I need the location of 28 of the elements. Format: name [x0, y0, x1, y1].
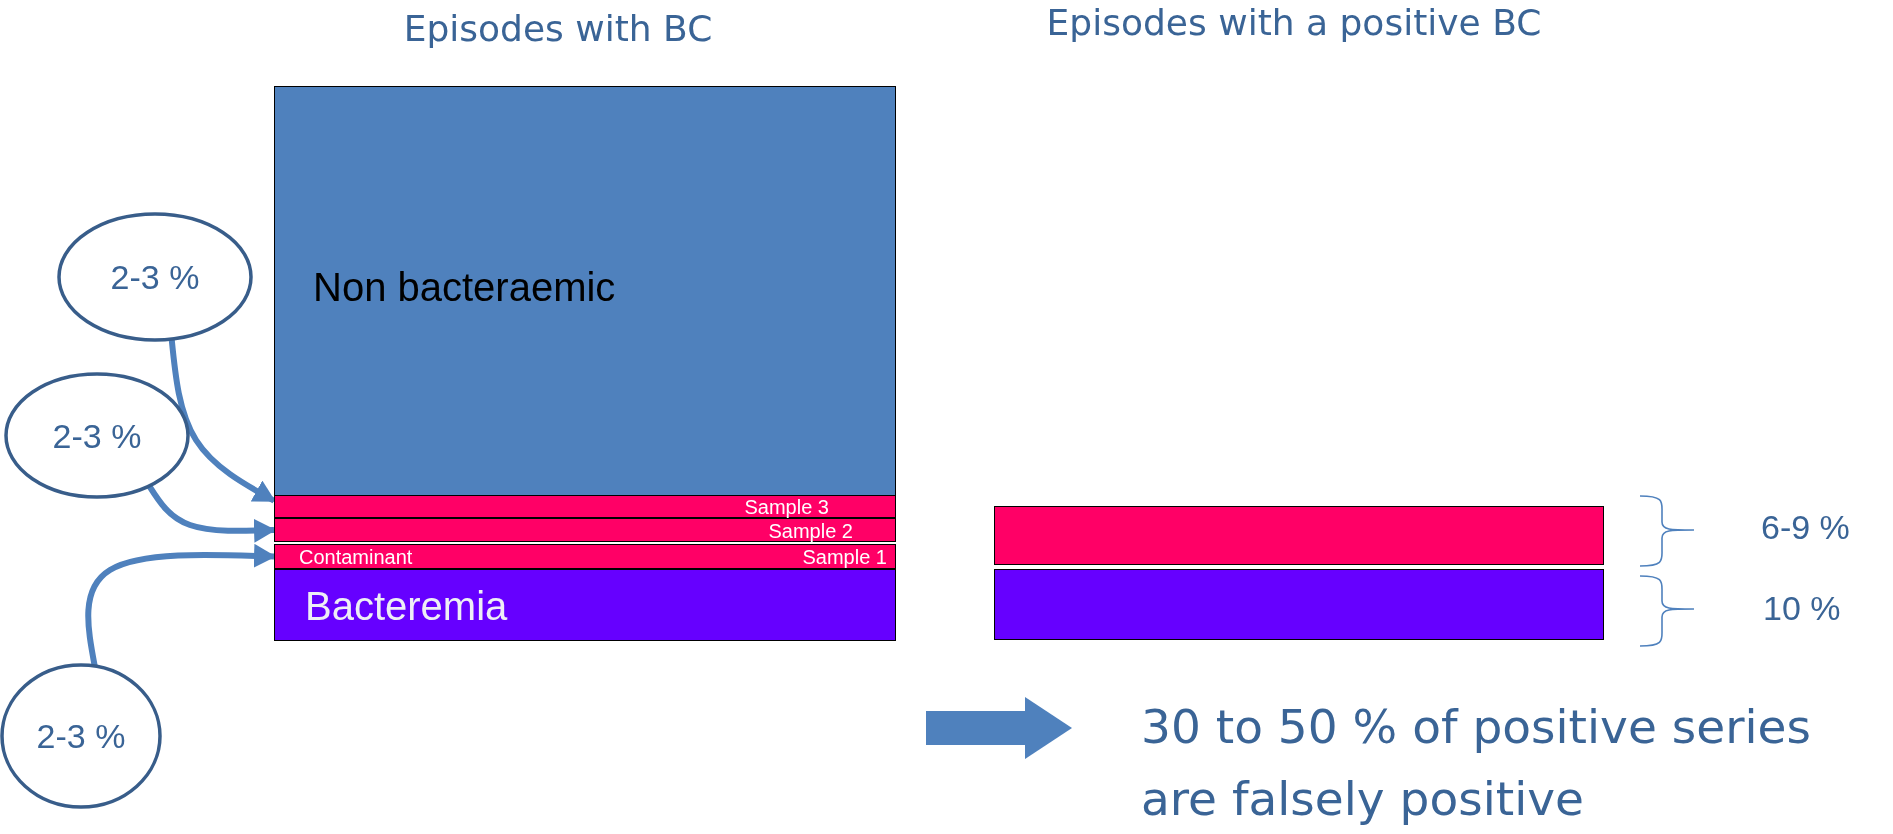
heading: Episodes with BC [403, 8, 713, 49]
percentage-label: 2-3 % [36, 716, 126, 756]
contaminant-bar [274, 544, 896, 569]
block-arrow [926, 697, 1072, 760]
bar-label: Sample 1 [802, 545, 887, 570]
percentage-ellipse [0, 663, 162, 809]
sample-bar [274, 518, 896, 542]
curved-arrow [168, 338, 276, 504]
block-label: Non bacteraemic [313, 265, 616, 310]
contaminant-bar [994, 506, 1604, 565]
bacteremia-bar [274, 569, 896, 641]
sample-bar [274, 495, 896, 518]
percentage-ellipse [57, 212, 253, 342]
percentage-label: 2-3 % [52, 416, 142, 455]
percentage-label: 2-3 % [110, 257, 200, 297]
percentage-label: 10 % [1763, 589, 1841, 628]
bar-label: Sample 3 [744, 496, 829, 519]
percentage-label: 6-9 % [1761, 508, 1850, 547]
conclusion-text: 30 to 50 % of positive series are falsely positive [1141, 691, 1871, 834]
curved-arrow [85, 543, 276, 667]
non-bacteraemic-block [274, 86, 896, 496]
curved-arrow [146, 484, 276, 543]
heading: Episodes with a positive BC [1046, 2, 1542, 43]
bar-label: Contaminant [299, 545, 413, 570]
bacteremia-bar [994, 569, 1604, 640]
bar-label: Bacteremia [305, 584, 508, 629]
bar-label: Sample 2 [768, 519, 853, 543]
percentage-ellipse [4, 372, 190, 499]
